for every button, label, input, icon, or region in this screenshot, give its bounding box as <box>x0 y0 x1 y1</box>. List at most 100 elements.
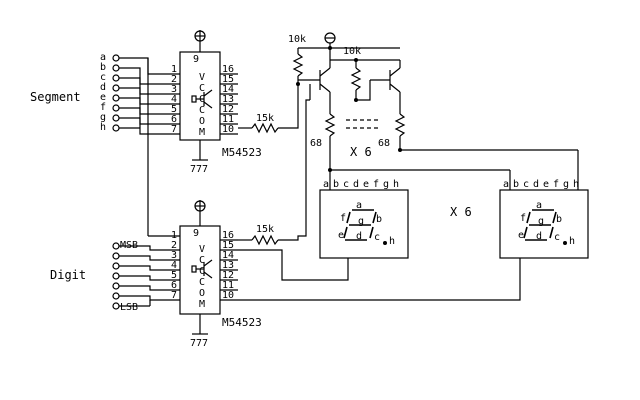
ic-pin-number: 2 <box>171 74 177 85</box>
ic-top-pin: 9 <box>193 54 199 65</box>
ground-label: 777 <box>190 338 208 349</box>
resistor-icon <box>251 122 279 134</box>
ic-transistor-icon <box>191 259 213 279</box>
ic-pin-number: 4 <box>171 260 177 271</box>
ic-part-number: M54523 <box>222 146 262 159</box>
ic-pin-number: 11 <box>222 114 234 125</box>
ic-pin-number: 15 <box>222 74 234 85</box>
resistor-icon <box>251 234 279 246</box>
display-pin-label: h <box>573 179 579 190</box>
display-pin-label: e <box>543 179 549 190</box>
ground-label: 777 <box>190 164 208 175</box>
ic-internal-label: C <box>199 255 205 266</box>
input-terminal-icon <box>112 124 120 132</box>
ic-internal-label: M <box>199 127 205 138</box>
ic-transistor-icon <box>191 89 213 109</box>
segment-label: e <box>338 230 344 241</box>
display-pin-label: f <box>373 179 379 190</box>
digit-group-label: Digit <box>50 268 86 282</box>
display-pin-label: b <box>513 179 519 190</box>
ic-pin-number: 16 <box>222 64 234 75</box>
resistor-icon <box>394 113 406 137</box>
ic-pin-number: 11 <box>222 280 234 291</box>
segment-label: f <box>520 213 526 224</box>
segment-input-label: b <box>100 62 106 73</box>
ic-pin-number: 12 <box>222 270 234 281</box>
ic-internal-label: M <box>199 299 205 310</box>
display-pin-label: g <box>563 179 569 190</box>
input-terminal-icon <box>112 252 120 260</box>
segment-label: d <box>536 231 542 242</box>
ic-pin-number: 16 <box>222 230 234 241</box>
ic-internal-label: O <box>199 116 205 127</box>
segment-label: f <box>340 213 346 224</box>
ic-pin-number: 5 <box>171 104 177 115</box>
series-resistor-label: 15k <box>256 113 274 124</box>
segment-inputs: Segment a b c d e f g h <box>30 52 180 237</box>
display-pin-label: c <box>343 179 349 190</box>
input-terminal-icon <box>112 64 120 72</box>
ic-pin-number: 1 <box>171 64 177 75</box>
display-multiplier-label: X 6 <box>450 205 472 219</box>
network-multiplier-label: X 6 <box>350 145 372 159</box>
ic-pin-number: 14 <box>222 250 234 261</box>
display-pin-label: d <box>533 179 539 190</box>
ic-top-pin: 9 <box>193 228 199 239</box>
segment-label: e <box>518 230 524 241</box>
display-pin-label: h <box>393 179 399 190</box>
digit-driver-ic: 777 9 V C C C O M 1 2 3 4 5 6 7 16 15 14… <box>171 200 262 349</box>
input-terminal-icon <box>112 104 120 112</box>
ic-pin-number: 7 <box>171 124 177 135</box>
ic-pin-number: 4 <box>171 94 177 105</box>
seven-segment-digit-icon <box>523 209 557 241</box>
ic-pin-number: 6 <box>171 280 177 291</box>
display-pin-label: b <box>333 179 339 190</box>
ic-pin-number: 15 <box>222 240 234 251</box>
input-terminal-icon <box>112 302 120 310</box>
ic-pin-number: 5 <box>171 270 177 281</box>
segment-group-label: Segment <box>30 90 81 104</box>
ic-internal-label: C <box>199 83 205 94</box>
input-terminal-icon <box>112 94 120 102</box>
seven-segment-display-2: a b c d e f g h a b c d e f g h <box>499 179 589 259</box>
segment-label: g <box>358 216 364 227</box>
digit-inputs: Digit MSB LSB <box>50 240 180 313</box>
segment-label: a <box>356 200 362 211</box>
segment-resistor-label: 68 <box>378 138 390 149</box>
input-terminal-icon <box>112 292 120 300</box>
pullup-resistor-label: 10k <box>343 46 361 57</box>
resistor-icon <box>292 53 304 77</box>
ic-pin-number: 12 <box>222 104 234 115</box>
pnp-transistor-icon <box>298 60 331 93</box>
display-pin-label: a <box>323 179 329 190</box>
segment-label: c <box>554 232 560 243</box>
ic-pin-number: 10 <box>222 124 234 135</box>
segment-label: h <box>389 236 395 247</box>
segment-input-label: d <box>100 82 106 93</box>
resistor-icon <box>350 67 362 91</box>
input-terminal-icon <box>112 54 120 62</box>
display-pin-label: a <box>503 179 509 190</box>
segment-input-label: h <box>100 122 106 133</box>
segment-label: h <box>569 236 575 247</box>
input-terminal-icon <box>112 84 120 92</box>
segment-label: d <box>356 231 362 242</box>
segment-resistor-label: 68 <box>310 138 322 149</box>
ic-internal-label: C <box>199 105 205 116</box>
ic-pin-number: 6 <box>171 114 177 125</box>
ic-internal-label: V <box>199 72 205 83</box>
segment-label: c <box>374 232 380 243</box>
input-terminal-icon <box>112 272 120 280</box>
segment-input-label: f <box>100 102 106 113</box>
segment-label: g <box>538 216 544 227</box>
resistor-icon <box>324 113 336 137</box>
input-terminal-icon <box>112 282 120 290</box>
digit-input-label: LSB <box>120 302 138 313</box>
ic-internal-label: O <box>199 288 205 299</box>
ic-part-number: M54523 <box>222 316 262 329</box>
input-terminal-icon <box>112 242 120 250</box>
ic-internal-label: C <box>199 277 205 288</box>
ic-internal-label: V <box>199 244 205 255</box>
seven-segment-digit-icon <box>343 209 377 241</box>
